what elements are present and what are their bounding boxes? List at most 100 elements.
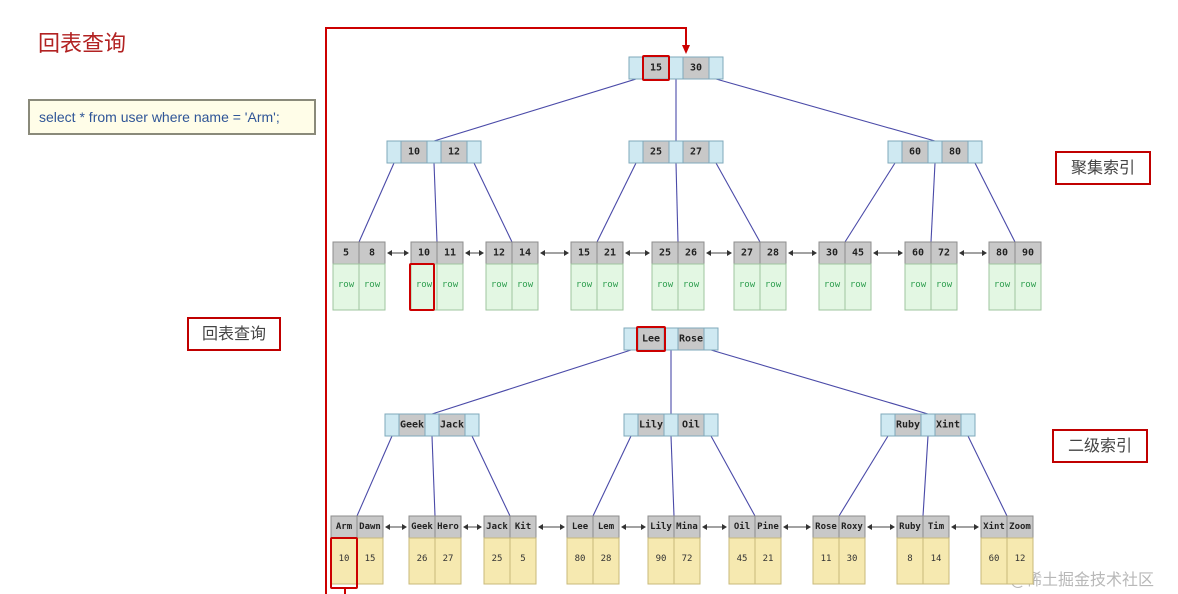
primary-key-value: 5	[520, 554, 525, 564]
node-key: Lily	[639, 419, 663, 431]
leaf-link-arrow	[479, 250, 484, 256]
pointer-cell	[623, 413, 639, 437]
leaf-key: Kit	[515, 521, 531, 532]
leaf-key: 27	[741, 248, 753, 259]
pointer-cell	[967, 140, 983, 164]
leaf-link-arrow	[645, 250, 650, 256]
leaf-key: 60	[912, 248, 924, 259]
id-cell	[980, 537, 1008, 585]
pointer-cell	[708, 140, 724, 164]
leaf-link-arrow	[974, 524, 979, 530]
row-data: row	[910, 280, 927, 290]
leaf-link-arrow	[621, 524, 626, 530]
pointer-cell	[424, 413, 440, 437]
row-data: row	[517, 280, 534, 290]
row-cell	[930, 263, 958, 311]
id-cell	[812, 537, 840, 585]
tree-edge	[592, 435, 632, 517]
leaf-link-arrow	[982, 250, 987, 256]
id-cell	[483, 537, 511, 585]
row-cell	[1014, 263, 1042, 311]
node-key: 80	[949, 147, 961, 158]
leaf-key: Arm	[336, 522, 353, 532]
id-cell	[673, 537, 701, 585]
pointer-cell	[663, 327, 679, 351]
primary-key-value: 14	[931, 554, 942, 564]
leaf-key: 30	[826, 248, 838, 259]
highlight-row	[409, 263, 435, 311]
leaf-key: 90	[1022, 248, 1034, 259]
pointer-cell	[668, 140, 684, 164]
tree-edge	[358, 162, 395, 243]
tree-edges	[356, 78, 1016, 517]
leaf-link-arrow	[641, 524, 646, 530]
primary-key-value: 15	[365, 554, 376, 564]
leaf-key: 28	[767, 248, 779, 259]
node-key: 10	[408, 147, 420, 158]
tree-edge	[471, 435, 511, 517]
row-cell	[818, 263, 846, 311]
leaf-key: Lem	[598, 522, 615, 532]
leaf-key: Oil	[734, 521, 750, 532]
tree-edge	[715, 78, 936, 142]
pointer-cell	[384, 413, 400, 437]
lookup-path	[325, 27, 687, 594]
primary-key-value: 90	[656, 554, 667, 564]
primary-key-value: 45	[737, 554, 748, 564]
tree-edge	[844, 162, 896, 243]
pointer-cell	[920, 413, 936, 437]
node-key: 15	[650, 63, 662, 74]
lookup-label: 回表查询	[187, 317, 281, 351]
node-key: 27	[690, 147, 702, 158]
row-cell	[904, 263, 932, 311]
primary-key-value: 8	[907, 554, 912, 564]
row-data: row	[442, 280, 459, 290]
row-cell	[759, 263, 787, 311]
leaf-key: 25	[659, 248, 671, 259]
row-data: row	[824, 280, 841, 290]
row-data: row	[416, 280, 433, 290]
leaf-link-arrow	[463, 524, 468, 530]
leaf-link-arrow	[722, 524, 727, 530]
node-key: Rose	[679, 334, 703, 345]
leaf-link-arrow	[385, 524, 390, 530]
id-cell	[566, 537, 594, 585]
tree-edge	[356, 435, 393, 517]
row-data: row	[491, 280, 508, 290]
pointer-cell	[927, 140, 943, 164]
node-key: 25	[650, 147, 662, 158]
leaf-link-arrow	[812, 250, 817, 256]
leaf-key: Mina	[676, 521, 698, 532]
id-cell	[838, 537, 866, 585]
leaf-link-arrow	[951, 524, 956, 530]
row-data: row	[576, 280, 593, 290]
leaf-link-arrow	[873, 250, 878, 256]
leaf-link-arrow	[806, 524, 811, 530]
pointer-cell	[703, 413, 719, 437]
leaf-key: 21	[604, 248, 616, 259]
pointer-cell	[887, 140, 903, 164]
id-cell	[592, 537, 620, 585]
row-data: row	[739, 280, 756, 290]
row-cell	[677, 263, 705, 311]
tree-edge	[433, 162, 438, 243]
root-node: Lee Rose	[623, 327, 719, 351]
pointer-cell	[668, 56, 684, 80]
secondary-index-label: 二级索引	[1052, 429, 1148, 463]
id-cell	[434, 537, 462, 585]
node-key: 30	[690, 63, 702, 74]
row-data: row	[338, 280, 355, 290]
node-key: Lee	[642, 334, 660, 345]
leaf-key: Ruby	[899, 522, 921, 532]
leaf-link-arrow	[465, 250, 470, 256]
